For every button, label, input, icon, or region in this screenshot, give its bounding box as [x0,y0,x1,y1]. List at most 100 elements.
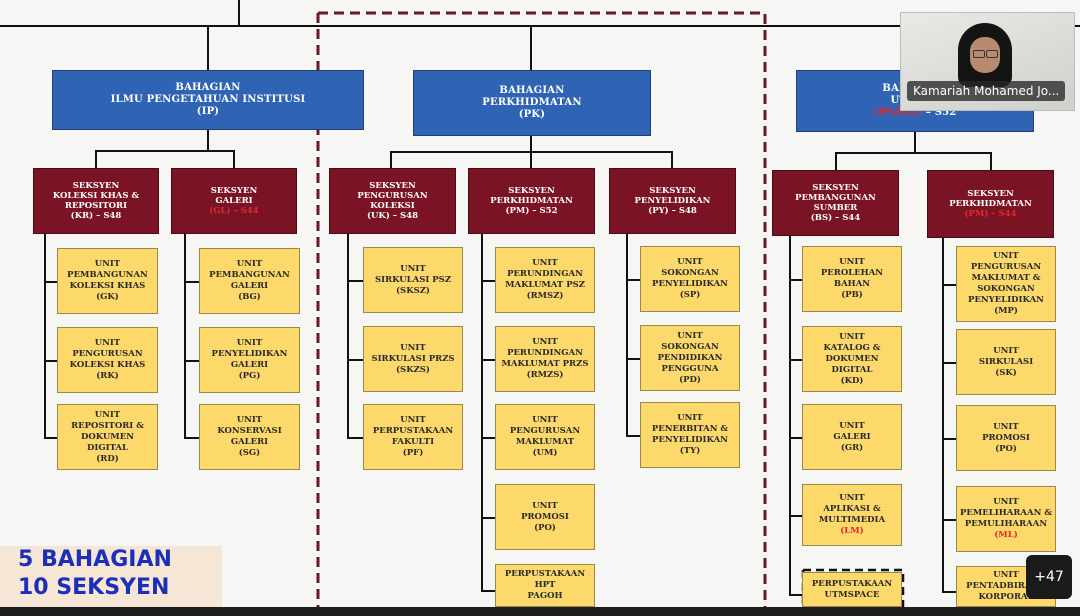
bahagian-box-line: PERKHIDMATAN [482,97,582,108]
unit-box-line: PEROLEHAN [820,268,884,278]
unit-box-line: SOKONGAN [661,341,719,352]
seksyen-box-line: PEMBANGUNAN [795,193,876,203]
unit-box-line: PERPUSTAKAAN [811,578,893,589]
unit-box-line: (SP) [679,290,701,300]
unit-box-line: UNIT [400,263,426,274]
unit-box-line: PENYELIDIKAN [968,295,1044,305]
unit-box-line: PERUNDINGAN [507,348,583,358]
connector-line [44,234,46,437]
unit-box-line: MAKLUMAT [515,437,575,447]
connector-line [95,150,97,168]
connector-line [942,238,944,591]
unit-box-line: UTMSPACE [824,589,880,600]
connector-line [626,358,640,360]
seksyen-box-line: PERKHIDMATAN [490,196,573,206]
unit-box-line: DIGITAL [86,442,128,453]
unit-box-line: DIGITAL [831,364,873,375]
seksyen-box-line: SEKSYEN [649,186,696,196]
unit-box-line: UNIT [993,345,1019,356]
connector-line [184,281,199,283]
unit-box-line: UNIT [400,342,426,353]
unit-box-line: PEMULIHARAAN [964,519,1048,529]
connector-line [942,362,956,364]
unit-box-line: (PF) [402,448,424,458]
unit-box-line: SOKONGAN [977,284,1035,294]
seksyen-box-line: SUMBER [813,203,858,213]
unit-box-line: UNIT [236,338,263,348]
more-participants-button[interactable]: +47 [1026,555,1072,599]
unit-box-line: (SG) [238,448,261,458]
unit-box-line: UNIT [993,421,1019,432]
connector-line [481,234,483,590]
unit-box-line: (PO) [995,443,1017,454]
connector-line [207,130,209,150]
connector-line [481,590,495,592]
seksyen-box-code: (GL) – S44 [209,206,259,216]
connector-line [184,360,199,362]
connector-line [671,151,673,168]
unit-box-line: KOLEKSI KHAS [69,360,146,370]
connector-line [481,359,495,361]
unit-box-line: GALERI [833,431,871,442]
unit-box-line: GALERI [230,437,269,447]
unit-box-line: UNIT [677,257,703,267]
seksyen-box-line: REPOSITORI [64,201,128,211]
unit-box-line: PEMELIHARAAN & [960,508,1052,518]
unit-box-line: DOKUMEN [825,353,879,364]
bahagian-box-line: ILMU PENGETAHUAN INSTITUSI [110,94,306,105]
unit-box-line: PAGOH [527,591,563,601]
participant-name: Kamariah Mohamed Jo... [907,81,1066,101]
unit-box-line: PENYELIDIKAN [652,435,728,445]
summary-banner: 5 BAHAGIAN 10 SEKSYEN [0,546,222,616]
unit-box-line: GALERI [230,281,269,291]
connector-line [95,150,235,152]
unit-box-line: PROMOSI [521,511,569,522]
seksyen-box-line: SEKSYEN [508,186,555,196]
connector-line [789,359,802,361]
banner-line-2: 10 SEKSYEN [18,575,170,600]
unit-box-line: UNIT [532,337,558,347]
unit-box-line: PERUNDINGAN [507,269,583,279]
unit-box-line: MULTIMEDIA [818,515,886,525]
unit-box-line: (KD) [840,375,864,386]
participant-video-tile[interactable]: Kamariah Mohamed Jo... [900,12,1075,111]
connector-line [942,438,956,440]
bahagian-box-grade: – S52 [922,107,957,118]
seksyen-box-line: (KR) – S48 [70,211,122,221]
connector-line [347,280,363,282]
unit-box-line: PEMBANGUNAN [67,270,148,280]
unit-box-line: MAKLUMAT & [971,273,1041,283]
seksyen-box-line: SEKSYEN [967,189,1014,199]
unit-box-line: (GK) [96,292,119,302]
unit-box-line: PENYELIDIKAN [211,349,288,359]
connector-line [626,279,640,281]
seksyen-box-code: (PM) – S44 [964,209,1017,219]
connector-line [530,26,532,70]
unit-box-line: UNIT [993,251,1019,261]
seksyen-box-line: PERKHIDMATAN [949,199,1032,209]
connector-line [0,25,1080,27]
connector-line [347,437,363,439]
unit-box-line: GALERI [230,360,269,370]
unit-box-line: SIRKULASI PRZS [371,353,455,364]
unit-box-line: (RK) [96,371,119,381]
unit-box-line: UNIT [839,331,865,342]
seksyen-box-line: SEKSYEN [369,181,416,191]
